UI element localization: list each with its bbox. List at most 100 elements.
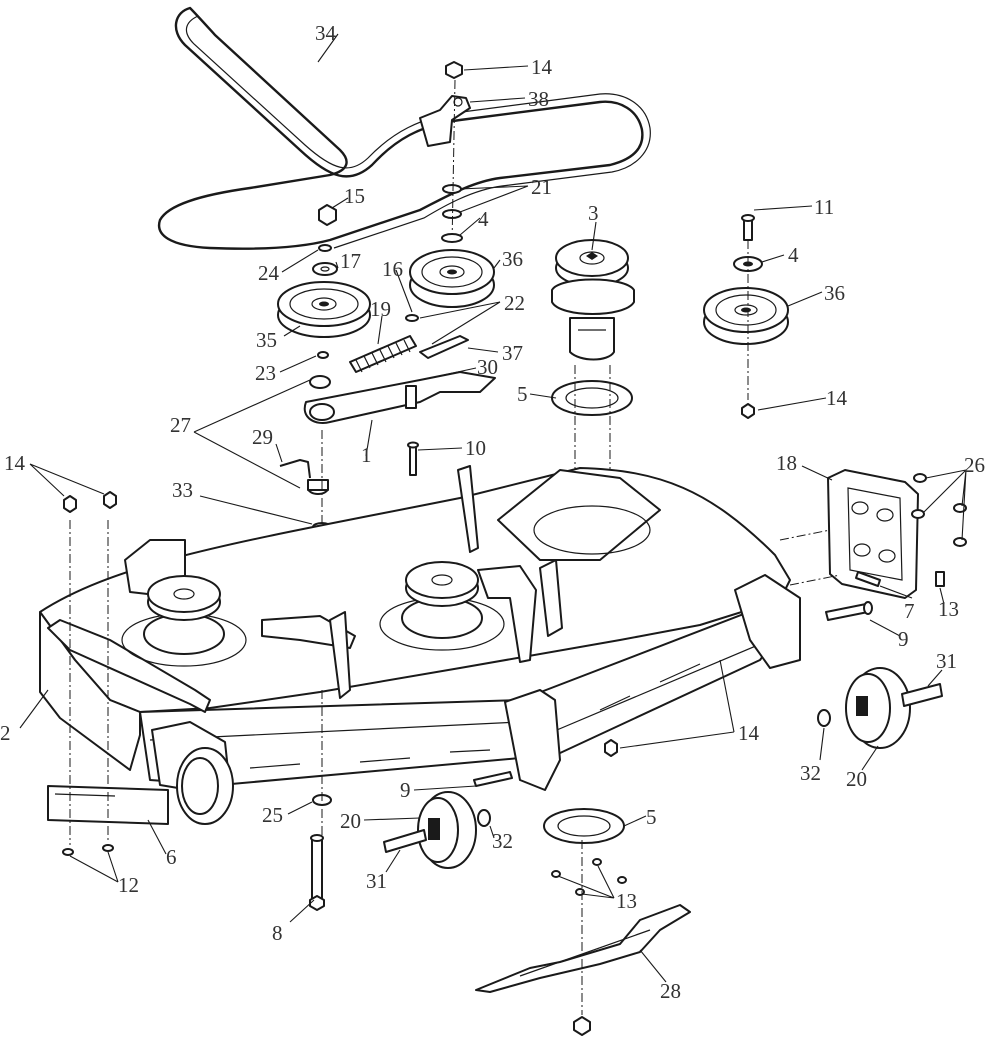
callout-8: 8 <box>272 921 283 945</box>
callout-29: 29 <box>252 425 273 449</box>
spacer-24 <box>318 244 332 252</box>
callout-36-b: 36 <box>824 281 845 305</box>
callout-28: 28 <box>660 979 681 1003</box>
bushing-27 <box>307 479 329 495</box>
callout-6: 6 <box>166 845 177 869</box>
bolts-13-bottom <box>551 858 627 896</box>
clip-13-right <box>935 571 945 587</box>
idler-arm-1 <box>303 371 496 424</box>
pulley-35 <box>277 281 371 338</box>
callout-35: 35 <box>256 328 277 352</box>
callout-7: 7 <box>904 599 915 623</box>
nut-15 <box>318 204 337 226</box>
callout-4-a: 4 <box>478 207 489 231</box>
callout-14-right: 14 <box>826 386 848 410</box>
callout-30: 30 <box>477 355 498 379</box>
pulley-36-right <box>703 287 789 345</box>
callout-20-mid: 20 <box>340 809 361 833</box>
callout-13-right: 13 <box>938 597 959 621</box>
spindle-left <box>121 575 247 667</box>
caster-wheel-left <box>151 721 234 825</box>
axle-31-right <box>901 683 943 707</box>
blade-28 <box>475 904 691 993</box>
callout-32-mid: 32 <box>492 829 513 853</box>
callout-2: 2 <box>0 721 11 745</box>
pin-10 <box>407 441 419 476</box>
nut-14-left-a <box>63 495 77 513</box>
wheel-20-right <box>845 667 911 749</box>
callout-10: 10 <box>465 436 486 460</box>
spindle-middle <box>379 561 505 651</box>
callout-19: 19 <box>370 297 391 321</box>
axle-9-right <box>825 601 873 621</box>
leader-lines <box>19 33 967 983</box>
washer-17 <box>312 262 338 276</box>
callout-25: 25 <box>262 803 283 827</box>
callout-23: 23 <box>255 361 276 385</box>
callout-13-bottom: 13 <box>616 889 637 913</box>
callout-26: 26 <box>964 453 985 477</box>
back-plate-18 <box>827 469 919 599</box>
callout-27: 27 <box>170 413 191 437</box>
callout-21: 21 <box>531 175 552 199</box>
axle-9-middle <box>473 771 513 787</box>
callout-14-mid: 14 <box>738 721 760 745</box>
callout-31-right: 31 <box>936 649 957 673</box>
callout-38: 38 <box>528 87 549 111</box>
callout-11: 11 <box>814 195 834 219</box>
callout-12: 12 <box>118 873 139 897</box>
callout-20-right: 20 <box>846 767 867 791</box>
callout-18: 18 <box>776 451 797 475</box>
callout-numbers: 34 14 38 21 15 4 3 11 4 36 36 17 24 1 6 2… <box>0 21 985 1003</box>
axle-31-middle <box>383 829 427 853</box>
callout-34: 34 <box>315 21 337 45</box>
bushing-32-right <box>817 709 831 727</box>
callout-24: 24 <box>258 261 280 285</box>
stud-29 <box>279 459 311 479</box>
callout-14-left: 14 <box>4 451 26 475</box>
top-nut <box>445 61 463 79</box>
washer-4-top <box>441 233 463 243</box>
callout-3: 3 <box>588 201 599 225</box>
spindle-assembly <box>551 239 635 361</box>
callout-37: 37 <box>502 341 523 365</box>
bolts-26 <box>911 473 967 547</box>
pulley-36-left <box>409 249 495 308</box>
callout-9-mid: 9 <box>400 778 411 802</box>
callout-31-mid: 31 <box>366 869 387 893</box>
callout-5-bottom: 5 <box>646 805 657 829</box>
callout-17: 17 <box>340 249 361 273</box>
bushing-30 <box>309 375 331 389</box>
spindle-right-mount <box>533 505 651 555</box>
callout-9-right: 9 <box>898 627 909 651</box>
deck-brackets <box>47 465 801 791</box>
spindle-plate-5-bottom <box>543 808 625 844</box>
wheel-20-middle <box>417 791 477 869</box>
callout-36-a: 36 <box>502 247 523 271</box>
callout-22: 22 <box>504 291 525 315</box>
callout-32-right: 32 <box>800 761 821 785</box>
drive-belt <box>157 6 651 250</box>
callout-4-b: 4 <box>788 243 799 267</box>
callout-1: 1 <box>361 443 372 467</box>
bolt-8 <box>309 834 325 911</box>
callout-33: 33 <box>172 478 193 502</box>
nut-14-right <box>741 403 755 419</box>
bushing-32-middle <box>477 809 491 827</box>
blade-nut <box>573 1016 591 1036</box>
spindle-plate-5-top <box>551 380 633 416</box>
bolt-7 <box>855 571 881 587</box>
plate-37 <box>419 335 469 359</box>
nut-14-middle <box>604 739 618 757</box>
bolts-12 <box>62 844 114 856</box>
washer-22 <box>405 314 419 322</box>
washers-21 <box>442 184 462 219</box>
callout-5-top: 5 <box>517 382 528 406</box>
nut-14-left-b <box>103 491 117 509</box>
callout-15: 15 <box>344 184 365 208</box>
spring-19 <box>349 335 417 373</box>
bolt-11 <box>741 214 755 241</box>
callout-14-top: 14 <box>531 55 553 79</box>
idler-bracket <box>419 95 471 147</box>
